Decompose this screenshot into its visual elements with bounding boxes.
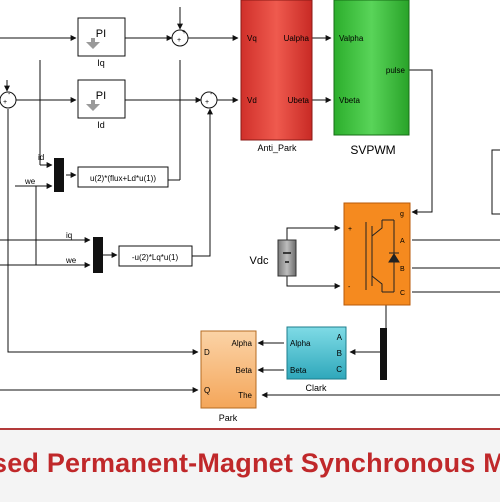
svpwm-port-vbeta: Vbeta — [339, 96, 360, 105]
sum-d-error-block[interactable]: + - — [0, 91, 17, 109]
diagram-canvas: PI Iq + + + - PI Id + - Vq Vd Ualpha Ube… — [0, 0, 500, 423]
inverter-port-a: A — [400, 238, 405, 245]
clark-port-b: B — [337, 349, 342, 358]
clark-port-beta: Beta — [290, 366, 307, 375]
park-port-the: The — [238, 391, 252, 400]
fcn-flux-block[interactable]: u(2)*(flux+Ld*u(1)) — [77, 166, 169, 188]
pi-d-block[interactable]: PI Id — [77, 79, 126, 130]
park-port-q: Q — [204, 386, 210, 395]
clark-block[interactable]: A B C Alpha Beta Clark — [286, 326, 347, 393]
anti-park-port-vq: Vq — [247, 34, 257, 43]
signal-we-label-2: we — [65, 256, 77, 265]
signal-we-label-1: we — [24, 177, 36, 186]
igbt-icon — [365, 219, 400, 293]
mux-3[interactable] — [380, 328, 387, 380]
svpwm-port-pulse: pulse — [386, 66, 406, 75]
park-caption: Park — [219, 413, 238, 423]
inverter-port-g: g — [400, 211, 404, 218]
fcn-flux-expr: u(2)*(flux+Ld*u(1)) — [90, 174, 156, 183]
sum-d-block[interactable]: + - — [200, 91, 218, 109]
signal-iq-label: iq — [66, 231, 72, 240]
park-port-beta: Beta — [236, 366, 253, 375]
dc-source-label: Vdc — [250, 255, 269, 267]
mux-2[interactable]: iq we — [65, 231, 103, 273]
pi-d-label: PI — [96, 90, 106, 102]
inverter-port-plus: + — [348, 226, 352, 233]
clark-port-a: A — [337, 333, 343, 342]
sum-q-sign-2: + — [182, 29, 186, 36]
park-port-d: D — [204, 348, 210, 357]
pi-d-caption: Id — [97, 120, 105, 130]
sum-d-sign-1: + — [3, 99, 7, 106]
svpwm-block[interactable]: Valpha Vbeta pulse SVPWM — [333, 0, 410, 157]
arrow-down-icon — [86, 100, 100, 111]
mux-1[interactable]: id we — [24, 153, 64, 192]
fcn-lq-block[interactable]: -u(2)*Lq*u(1) — [118, 245, 193, 267]
sum-q-sign-1: + — [177, 37, 181, 44]
anti-park-port-ubeta: Ubeta — [288, 96, 310, 105]
clark-port-alpha: Alpha — [290, 339, 311, 348]
partial-block — [491, 149, 500, 215]
inverter-port-b: B — [400, 266, 405, 273]
anti-park-caption: Anti_Park — [257, 143, 297, 153]
svpwm-port-valpha: Valpha — [339, 34, 364, 43]
pi-q-caption: Iq — [97, 58, 105, 68]
signal-id-label: id — [38, 153, 44, 162]
anti-park-port-vd: Vd — [247, 96, 257, 105]
clark-caption: Clark — [305, 383, 327, 393]
anti-park-port-ualpha: Ualpha — [284, 34, 310, 43]
slide-caption: sed Permanent-Magnet Synchronous M — [0, 448, 500, 478]
park-block[interactable]: Alpha Beta The D Q Park — [200, 330, 257, 423]
caption-bar — [0, 428, 500, 502]
clark-port-c: C — [336, 365, 342, 374]
signal-wires — [0, 7, 500, 398]
inverter-port-minus: - — [348, 284, 351, 291]
inverter-port-c: C — [400, 290, 405, 297]
pi-q-label: PI — [96, 28, 106, 40]
pi-q-block[interactable]: PI Iq — [77, 17, 126, 68]
arrow-down-icon — [86, 38, 100, 49]
sum-d-sign-2: - — [8, 91, 11, 98]
sum-d2-sign-1: + — [205, 99, 209, 106]
sum-q-block[interactable]: + + — [171, 29, 189, 47]
svpwm-caption: SVPWM — [350, 143, 395, 157]
sum-d2-sign-2: - — [210, 91, 213, 98]
dc-source-block[interactable]: Vdc — [250, 239, 297, 277]
park-port-alpha: Alpha — [232, 339, 253, 348]
inverter-block[interactable]: g + - A B C — [343, 202, 411, 306]
anti-park-block[interactable]: Vq Vd Ualpha Ubeta Anti_Park — [240, 0, 313, 153]
fcn-lq-expr: -u(2)*Lq*u(1) — [132, 253, 179, 262]
